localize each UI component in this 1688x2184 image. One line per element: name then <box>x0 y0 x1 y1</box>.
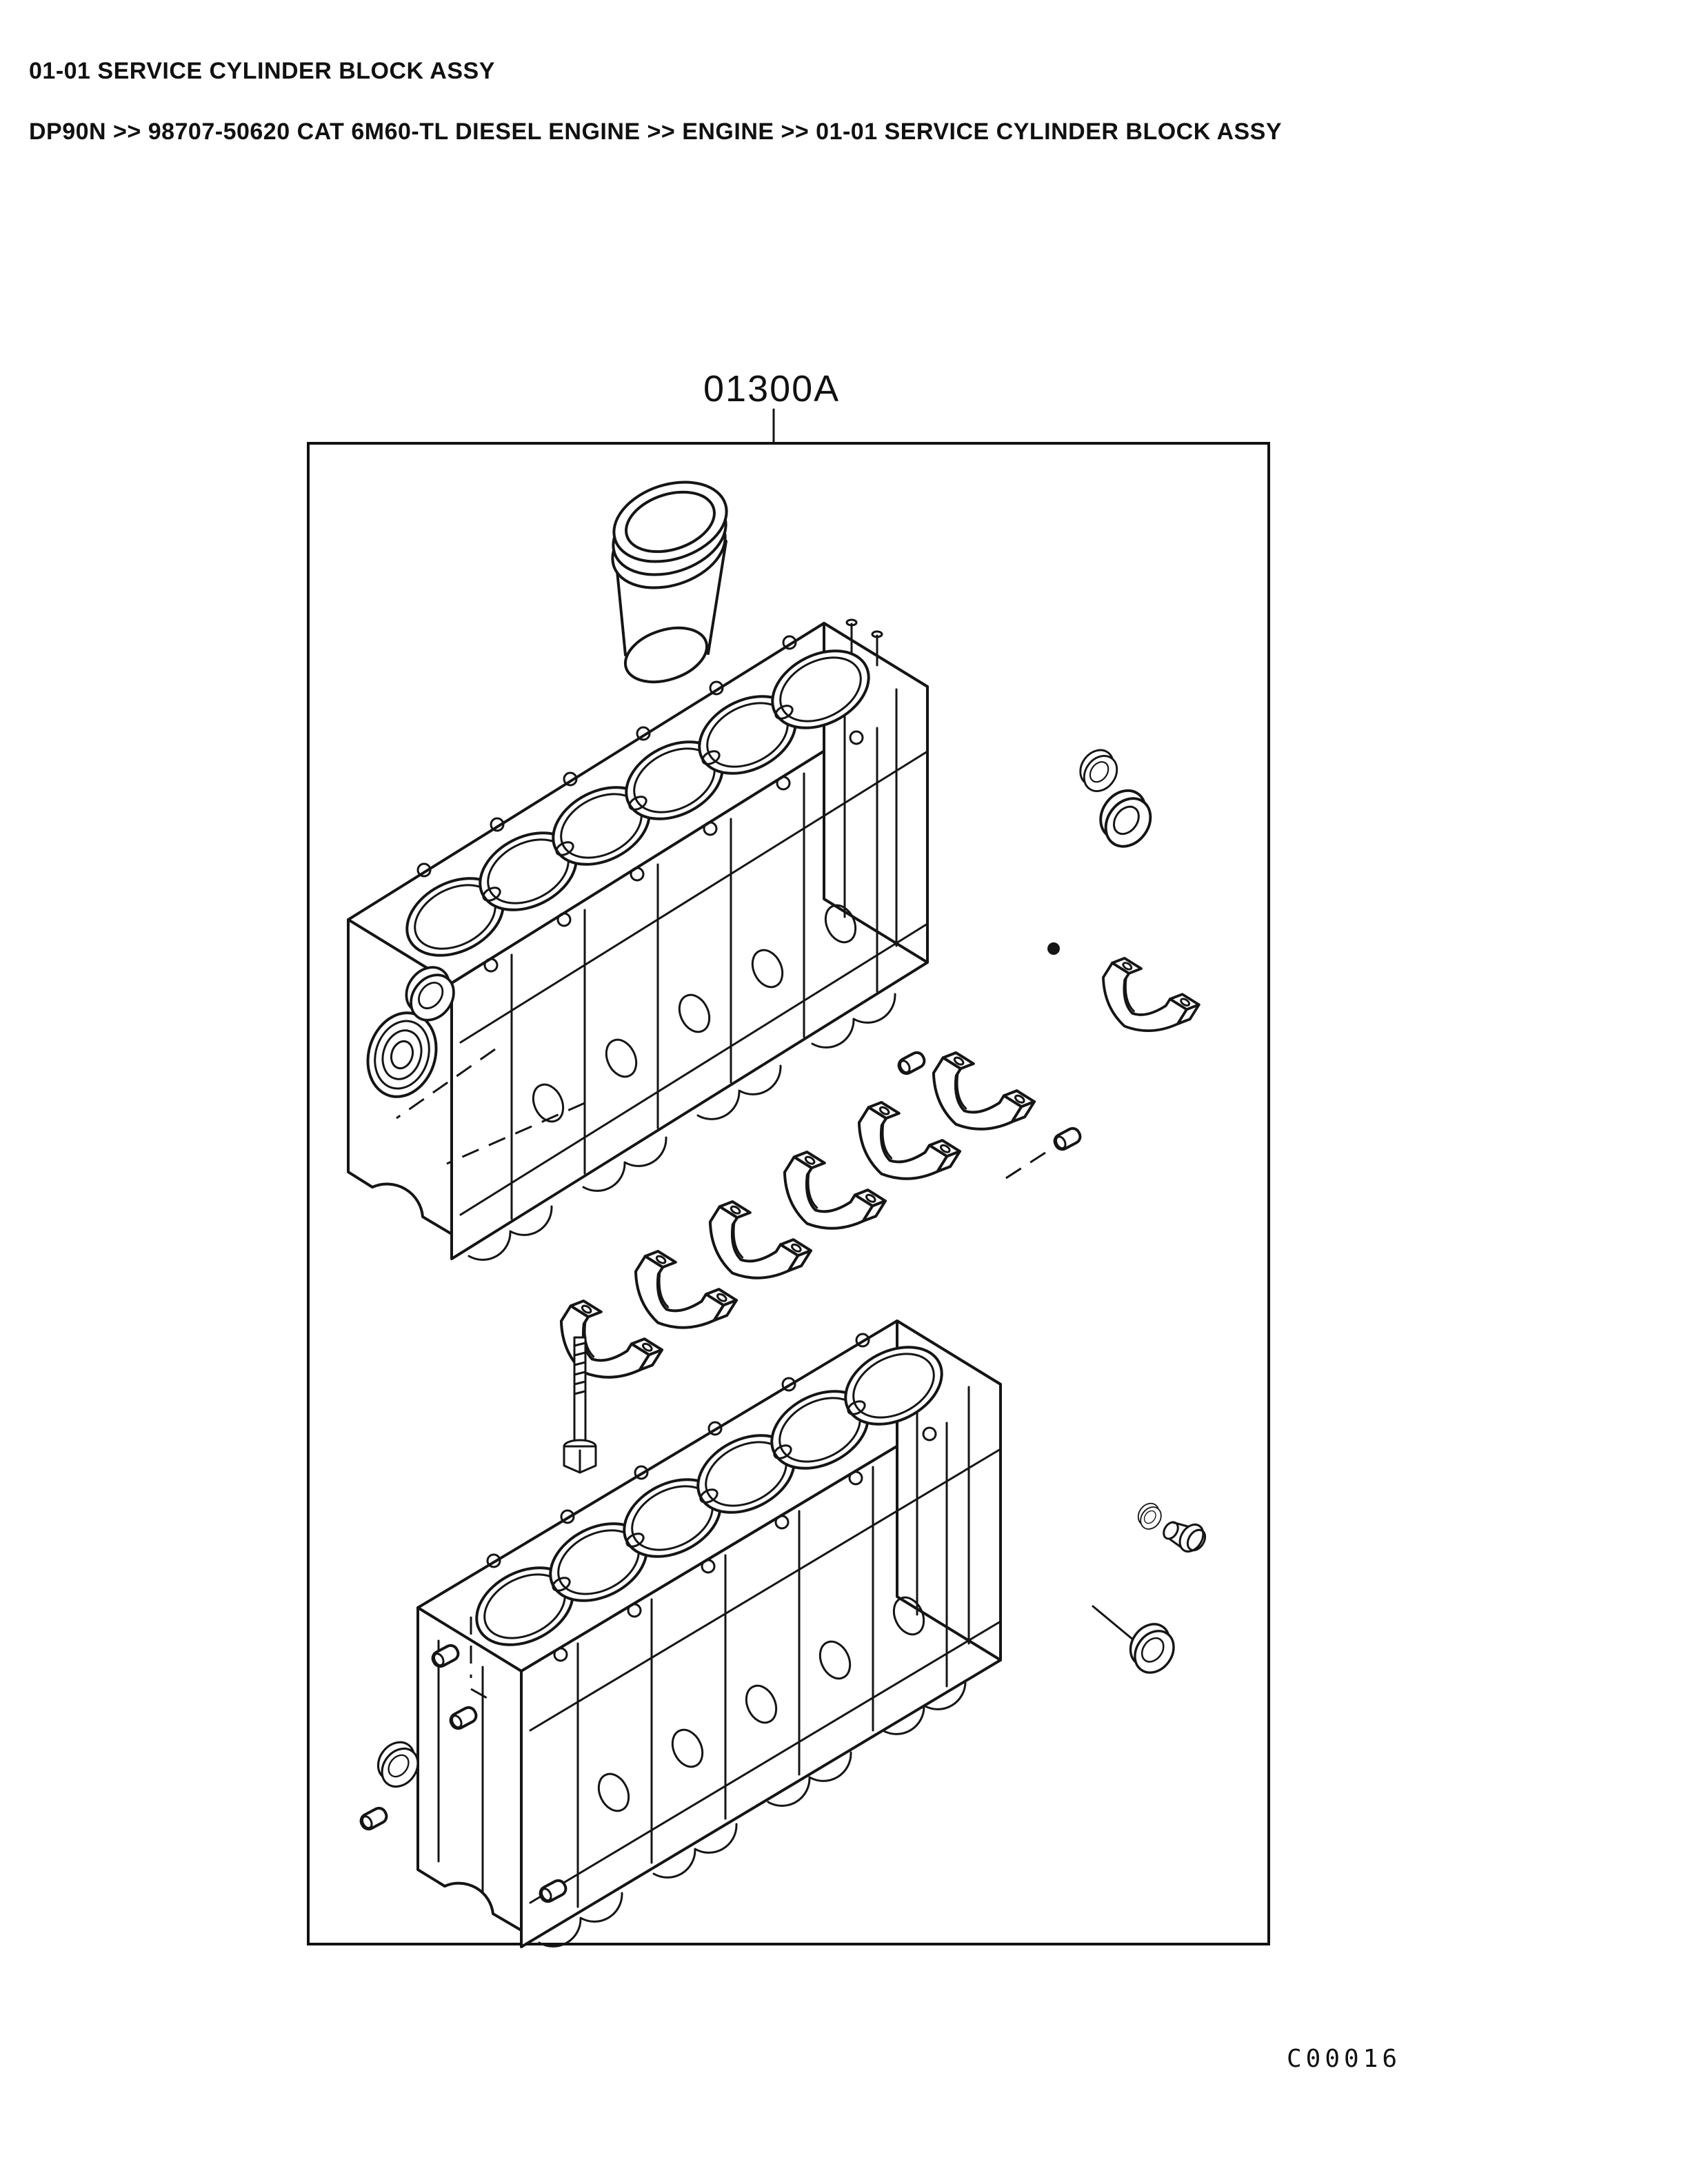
lower-block-deck-holes <box>486 1333 937 1662</box>
main-bearing-cap-6 <box>915 1046 1036 1155</box>
lower-right-o-ring <box>1132 1499 1167 1534</box>
main-bearing-cap-4 <box>766 1146 887 1254</box>
upper-block-side-ribs <box>510 727 878 1220</box>
main-bearing-cap-3 <box>692 1195 813 1304</box>
oil-gallery-plug <box>1047 942 1060 955</box>
upper-right-seal-ring-large <box>1088 780 1163 857</box>
dowel-leader-dash <box>998 1151 1046 1184</box>
dowel-pin-1 <box>896 1050 927 1075</box>
alignment-dash-line-2 <box>446 1102 585 1165</box>
dowel-pin-5 <box>359 1806 389 1831</box>
cylinder-liner <box>611 481 728 684</box>
page-title: 01-01 SERVICE CYLINDER BLOCK ASSY <box>29 58 495 84</box>
bearing-cap-bolt <box>563 1336 597 1474</box>
figure-frame <box>307 442 1270 1945</box>
main-bearing-cap-2 <box>617 1245 738 1353</box>
upper-block-deck-holes <box>416 635 864 973</box>
lower-block-side-ribs <box>576 1422 948 1908</box>
dowel-pin-2 <box>1052 1126 1083 1151</box>
lower-right-seal-ring <box>1119 1615 1185 1681</box>
alignment-dash-line-1 <box>396 1048 496 1120</box>
lower-cylinder-block <box>416 1320 1002 1948</box>
upper-block-core-holes <box>532 904 857 1123</box>
main-bearing-cap-5 <box>841 1096 962 1204</box>
main-bearing-cap-1 <box>543 1295 664 1403</box>
upper-cylinder-block <box>347 618 929 1261</box>
callout-label[interactable]: 01300A <box>703 368 840 410</box>
cup-plug <box>1163 1521 1207 1553</box>
lower-block-core-holes <box>597 1596 925 1812</box>
seal-leader-line <box>1092 1605 1139 1645</box>
upper-right-seal-ring-small <box>1071 742 1127 799</box>
breadcrumb[interactable]: DP90N >> 98707-50620 CAT 6M60-TL DIESEL … <box>29 119 1283 145</box>
main-bearing-cap-7 <box>1085 952 1200 1055</box>
upper-block-cylinder-bores <box>405 649 870 957</box>
lower-alignment-dashes <box>470 1617 489 1700</box>
drawing-code: C00016 <box>1287 2045 1401 2073</box>
lower-right-small-parts <box>1092 1499 1207 1681</box>
deck-studs <box>845 618 883 667</box>
lower-block-front-face <box>416 1606 523 1932</box>
